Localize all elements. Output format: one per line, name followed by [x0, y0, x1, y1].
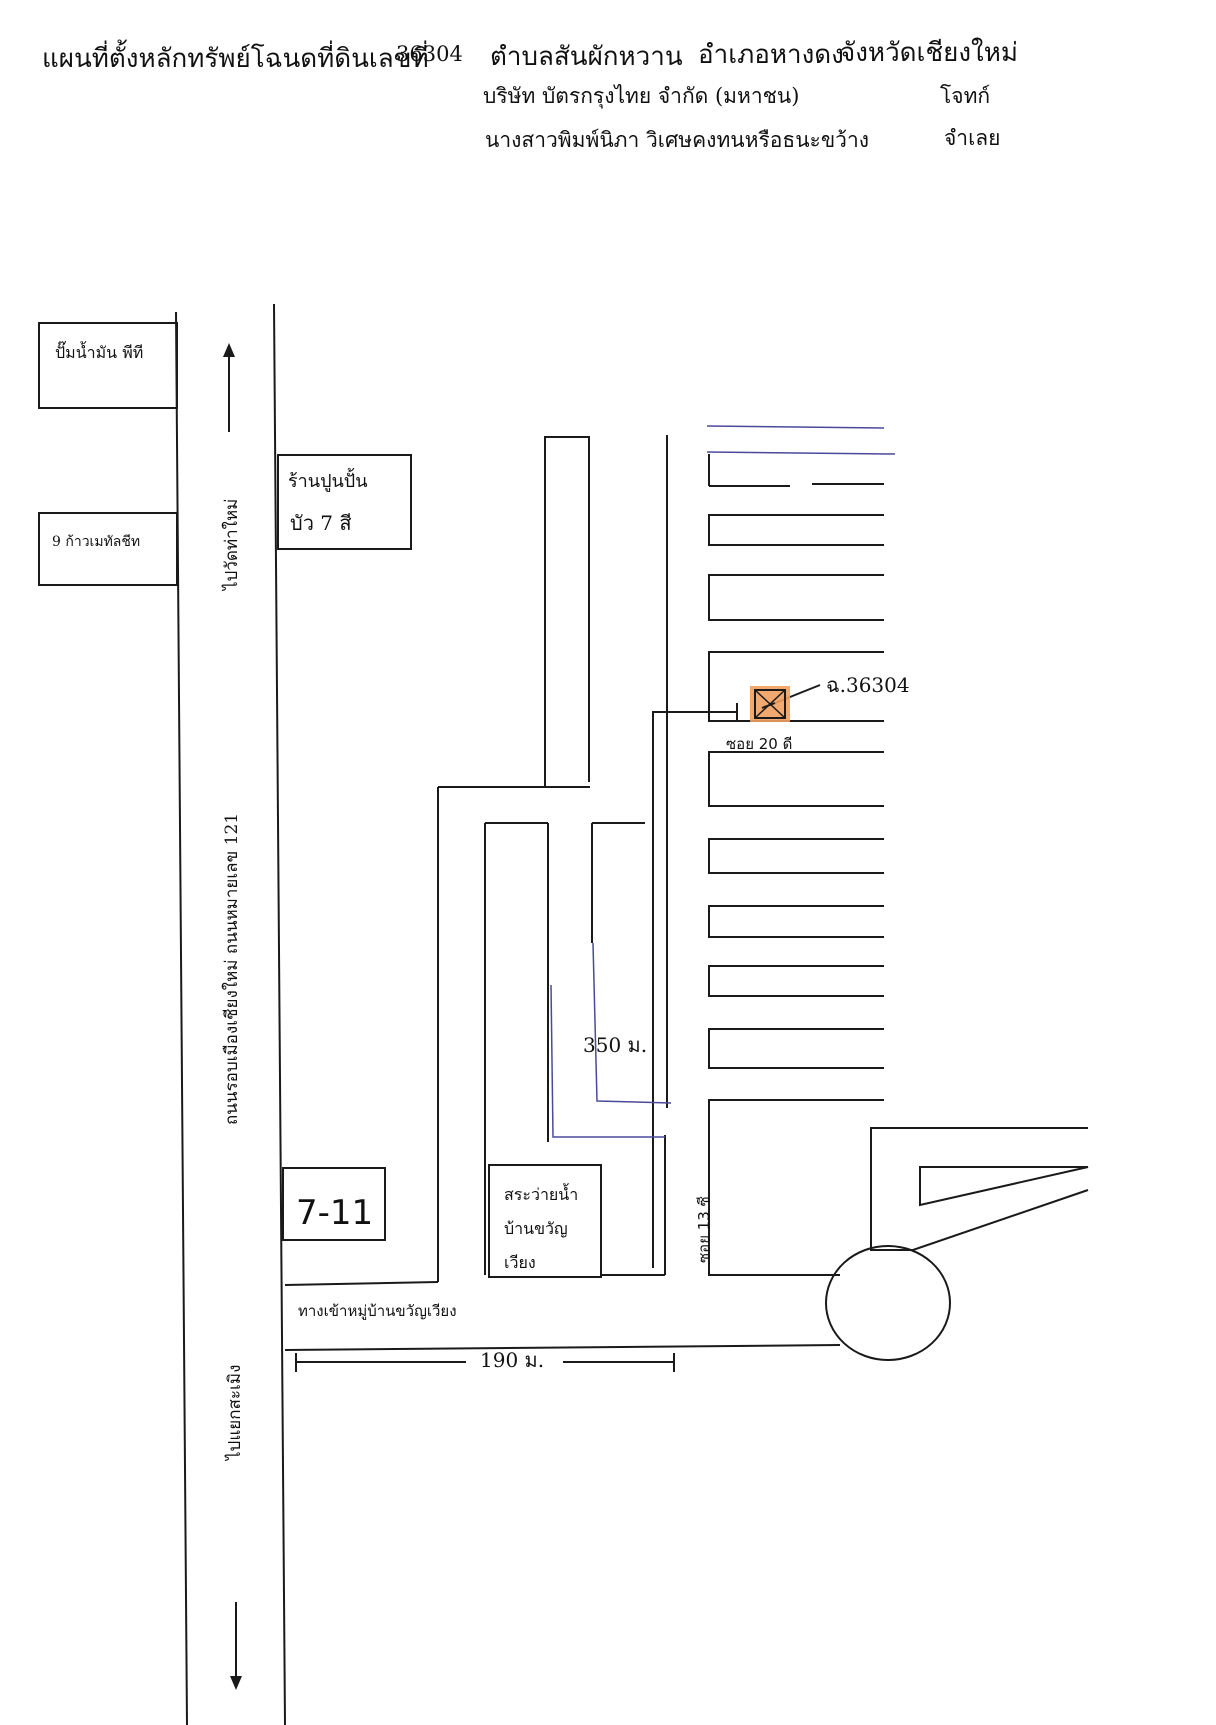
seven-eleven-label: 7-11: [296, 1193, 373, 1233]
distance-190-label: 190 ม.: [480, 1348, 544, 1372]
metal-sheet-box: [38, 512, 178, 586]
cement-shop-label-1: ร้านปูนปั้น: [288, 468, 368, 492]
province: จังหวัดเชียงใหม่: [840, 38, 1018, 68]
pool-box: [488, 1164, 602, 1278]
north-arrow-head: [223, 343, 235, 357]
entrance-road-edge-4: [284, 1344, 841, 1351]
parcel-label: ฉ.36304: [826, 673, 910, 697]
parcel-marker[interactable]: [750, 686, 790, 722]
south-arrow-head: [230, 1676, 242, 1690]
defendant-role: จำเลย: [944, 126, 1001, 150]
entrance-road-edge-1: [284, 1281, 439, 1286]
subdistrict: ตำบลสันผักหวาน: [490, 42, 683, 72]
plaintiff-role: โจทก์: [940, 84, 991, 108]
pool-label-1: สระว่ายน้ำ: [504, 1183, 578, 1204]
seven-eleven-box: [282, 1167, 386, 1241]
ring-road-label: ถนนรอบเมืองเชียงใหม่ ถนนหมายเลข 121: [221, 813, 242, 1125]
pool-label-3: เวียง: [504, 1253, 536, 1272]
metal-sheet-label: 9 ก้าวเมทัลชีท: [52, 534, 140, 550]
cement-shop-label-2: บัว 7 สี: [290, 511, 352, 535]
cement-shop-box: [277, 454, 412, 550]
distance-350-label: 350 ม.: [583, 1033, 647, 1057]
street-a: [544, 436, 590, 786]
district: อำเภอหางดง: [698, 40, 844, 70]
gas-station-label: ปั๊มน้ำมัน พีที: [55, 341, 143, 362]
village-entrance-label: ทางเข้าหมู่บ้านขวัญเวียง: [298, 1302, 457, 1320]
soi-13-label: ซอย 13 ซี: [695, 1196, 713, 1263]
gas-station-box: [38, 322, 178, 409]
roundabout: [825, 1245, 951, 1361]
deed-number: 36304: [396, 42, 463, 66]
soi-20-label: ซอย 20 ดี: [726, 735, 792, 753]
defendant-name: นางสาวพิมพ์นิภา วิเศษคงทนหรือธนะขว้าง: [485, 128, 870, 152]
pool-label-2: บ้านขวัญ: [504, 1219, 568, 1238]
to-wat-tha-mai-label: ไปวัดท่าใหม่: [221, 499, 242, 592]
plaintiff-name: บริษัท บัตรกรุงไทย จำกัด (มหาชน): [483, 84, 800, 108]
to-intersection-label: ไปแยกสะเมิง: [224, 1365, 245, 1462]
main-road-right-edge: [273, 303, 286, 1725]
map-title: แผนที่ตั้งหลักทรัพย์โฉนดที่ดินเลขที่: [42, 44, 429, 74]
